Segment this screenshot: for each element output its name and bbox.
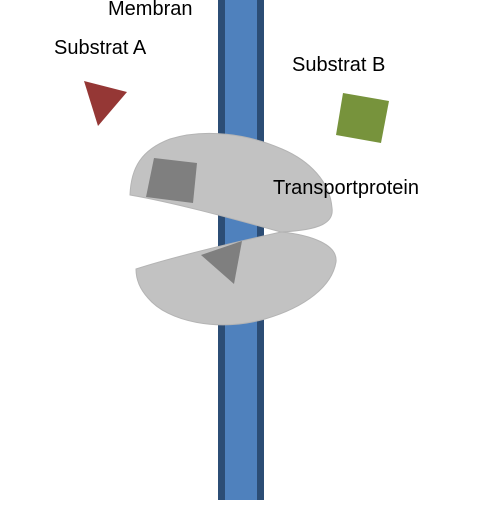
substrate-b-label: Substrat B bbox=[292, 54, 386, 76]
protein-triangle-pocket bbox=[201, 241, 242, 284]
substrate-b-square bbox=[336, 93, 389, 143]
transport-protein-label: Transportprotein bbox=[273, 177, 419, 199]
substrate-a-label: Substrat A bbox=[54, 37, 147, 59]
protein-square-pocket bbox=[146, 158, 197, 203]
substrate-a-triangle bbox=[84, 81, 127, 126]
membrane-label: Membran bbox=[108, 0, 193, 20]
